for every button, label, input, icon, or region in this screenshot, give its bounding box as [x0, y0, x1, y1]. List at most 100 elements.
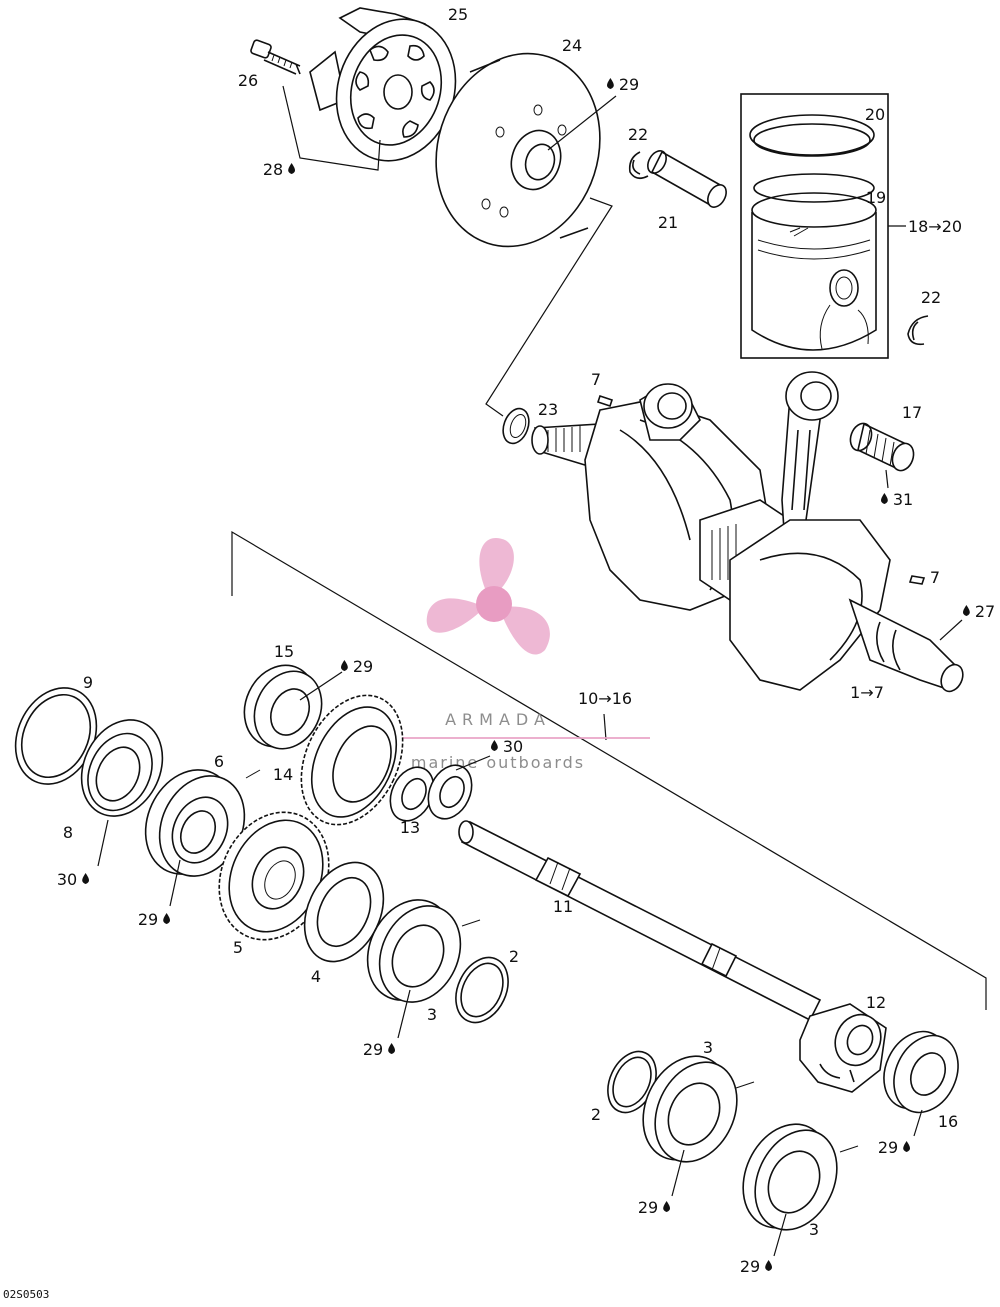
- diagram-code: 02S0503: [3, 1288, 49, 1301]
- needle-bearing-part-17: [849, 422, 915, 472]
- part-label-l29c: 29: [138, 910, 158, 929]
- part-label-l9: 9: [83, 673, 93, 692]
- ball-bearing-part-3-bottom: [742, 1123, 859, 1231]
- key-part-7-right: [908, 575, 926, 585]
- assembly-line-flywheel: [485, 197, 613, 417]
- watermark-tagline: marine outboards: [411, 753, 585, 772]
- armada-watermark: ARMADA marine outboards: [346, 538, 650, 772]
- gear-part-14: [300, 694, 404, 826]
- part-label-l1: 1→7: [850, 683, 884, 702]
- oil-drop-icon: [82, 873, 89, 884]
- part-label-l24: 24: [562, 36, 582, 55]
- leader-29-b: [299, 671, 343, 701]
- coupling-hub-part-25: [309, 7, 457, 162]
- part-label-l29g: 29: [740, 1257, 760, 1276]
- ball-bearing-part-6: [144, 769, 261, 877]
- part-label-l29f: 29: [638, 1198, 658, 1217]
- leader-29-e: [913, 1109, 923, 1137]
- ball-bearing-part-16: [883, 1030, 959, 1114]
- part-label-l26: 26: [238, 71, 258, 90]
- part-label-l29d: 29: [363, 1040, 383, 1059]
- oil-drop-icon: [765, 1260, 772, 1271]
- assembly-line-10-16: [603, 713, 607, 741]
- ball-bearing-part-3-low: [642, 1055, 755, 1163]
- piston-kit-box: [740, 93, 889, 359]
- part-label-l23: 23: [538, 400, 558, 419]
- key-part-7-top: [596, 394, 614, 408]
- part-label-l2b: 2: [591, 1105, 601, 1124]
- part-label-l6: 6: [214, 752, 224, 771]
- part-label-l22b: 22: [921, 288, 941, 307]
- seal-part-23: [502, 407, 530, 445]
- part-label-l29e: 29: [878, 1138, 898, 1157]
- leader-29-d: [397, 989, 411, 1039]
- bearing-part-13: [389, 764, 473, 822]
- part-label-l17: 17: [902, 403, 922, 422]
- part-label-l22a: 22: [628, 125, 648, 144]
- part-label-l8: 8: [63, 823, 73, 842]
- part-label-l30b: 30: [57, 870, 77, 889]
- assembly-boundary-line: [231, 530, 987, 1010]
- part-label-l25: 25: [448, 5, 468, 24]
- leader-29-f: [671, 1149, 685, 1197]
- part-label-l28: 28: [263, 160, 283, 179]
- part-label-l19: 19: [866, 188, 886, 207]
- washer-part-9: [14, 687, 98, 785]
- oil-drop-icon: [903, 1141, 910, 1152]
- leader-30-mid: [455, 755, 491, 771]
- bearing-housing-part-12: [799, 1003, 887, 1093]
- oil-drop-icon: [881, 493, 888, 504]
- leader-29-top: [547, 95, 617, 151]
- washer-part-4: [303, 861, 385, 963]
- part-label-l30a: 30: [503, 737, 523, 756]
- driveshaft-part-11: [458, 820, 822, 1022]
- oil-drop-icon: [663, 1201, 670, 1212]
- leader-31: [885, 469, 889, 489]
- circlip-part-22-right: [907, 315, 929, 346]
- part-label-l4: 4: [311, 967, 321, 986]
- piston-pin-part-21: [647, 150, 727, 208]
- part-label-l13: 13: [400, 818, 420, 837]
- ball-bearing-part-3-mid: [366, 899, 481, 1003]
- part-label-l20: 20: [865, 105, 885, 124]
- part-label-l3c: 3: [809, 1220, 819, 1239]
- leader-29-g: [773, 1213, 787, 1257]
- leader-29-c: [169, 859, 181, 907]
- part-label-l15: 15: [274, 642, 294, 661]
- watermark-brand: ARMADA: [445, 710, 551, 729]
- seal-part-8: [80, 719, 164, 817]
- crankshaft-assembly-part-1: [531, 371, 964, 693]
- part-label-l29b: 29: [353, 657, 373, 676]
- part-label-l1016: 10→16: [578, 689, 632, 708]
- oil-drop-icon: [388, 1043, 395, 1054]
- part-label-l29a: 29: [619, 75, 639, 94]
- leader-27: [939, 619, 963, 641]
- part-label-l7b: 7: [930, 568, 940, 587]
- oil-drop-icon: [288, 163, 295, 174]
- part-label-l7a: 7: [591, 370, 601, 389]
- part-label-l27: 27: [975, 602, 995, 621]
- part-label-l12: 12: [866, 993, 886, 1012]
- circlip-part-22-top: [628, 151, 649, 180]
- part-label-l11: 11: [553, 897, 573, 916]
- part-label-l21: 21: [658, 213, 678, 232]
- part-label-l3a: 3: [427, 1005, 437, 1024]
- leader-26-28: [282, 85, 381, 171]
- part-label-l3b: 3: [703, 1038, 713, 1057]
- oil-drop-icon: [963, 605, 970, 616]
- ball-bearing-part-15: [243, 664, 323, 750]
- part-label-l16: 16: [938, 1112, 958, 1131]
- part-label-l14: 14: [273, 765, 293, 784]
- oil-drop-icon: [607, 78, 614, 89]
- part-label-l18: 18→20: [908, 217, 962, 236]
- part-label-l31: 31: [893, 490, 913, 509]
- bolt-part-26: [250, 39, 301, 75]
- part-label-l5: 5: [233, 938, 243, 957]
- gear-part-5: [218, 811, 330, 941]
- part-label-l2a: 2: [509, 947, 519, 966]
- leader-30-left: [97, 819, 109, 867]
- oil-drop-icon: [163, 913, 170, 924]
